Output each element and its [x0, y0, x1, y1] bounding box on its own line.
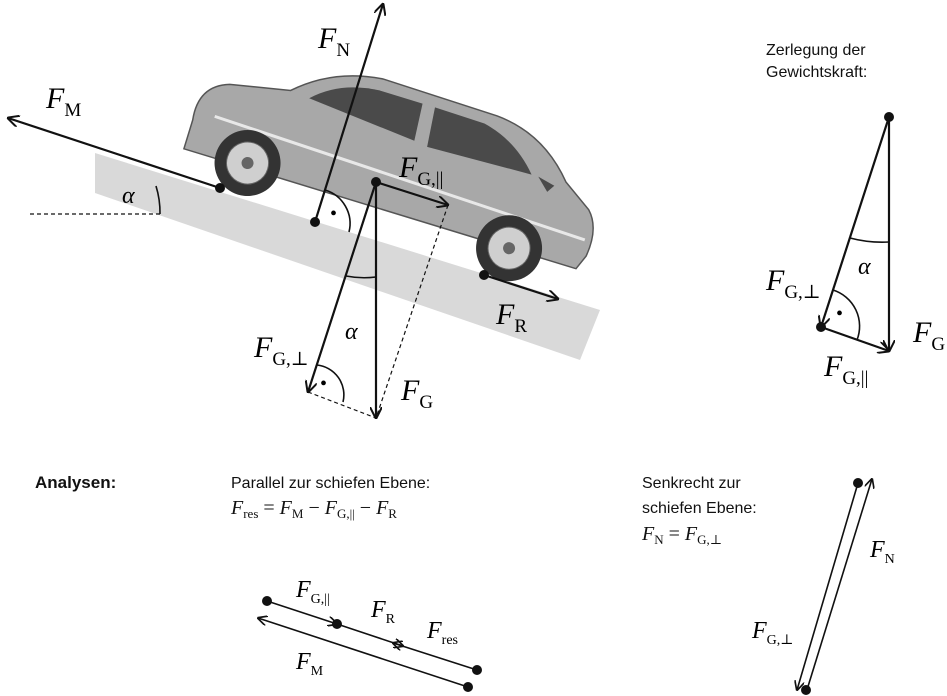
motor-force-label: FM: [45, 82, 81, 121]
weight-angle-arc: [345, 275, 377, 279]
decomposition-perpendicular-label: FG,⊥: [765, 264, 821, 303]
decomposition-right-angle-dot: •: [836, 303, 843, 325]
decomposition-right-angle-arc: [832, 289, 861, 341]
inclined-plane: [95, 153, 600, 360]
decomposition-parallel-label: FG,||: [823, 350, 868, 389]
normal-right-angle-arc: [324, 189, 351, 233]
parallel-resultant-end-point: [472, 665, 482, 675]
weight-parallel-label: FG,||: [398, 151, 443, 190]
construction-dashed-line-2: [375, 204, 449, 419]
parallel-motor-label: FM: [295, 649, 324, 679]
perpendicular-heading-line2: schiefen Ebene:: [642, 500, 757, 517]
parallel-weight-component-arrow: [266, 600, 337, 624]
normal-force-arrow: [313, 4, 383, 223]
construction-dashed-line-1: [307, 391, 377, 419]
parallel-weight-component-label: FG,||: [295, 577, 330, 607]
weight-right-angle-arc: [316, 364, 345, 403]
decomposition-perpendicular-arrow: [821, 116, 891, 327]
decomposition-weight-label: FG: [912, 316, 945, 355]
front-contact-point: [479, 270, 489, 280]
perpendicular-normal-label: FN: [869, 537, 895, 567]
decomposition-corner-point: [816, 322, 826, 332]
parallel-motor-arrow: [258, 618, 469, 688]
analyses-label: Analysen:: [35, 473, 116, 492]
rear-contact-point: [215, 183, 225, 193]
perpendicular-equation: FN = FG,⊥: [641, 523, 722, 547]
parallel-motor-start-point: [463, 682, 473, 692]
decomposition-title-line1: Zerlegung der: [766, 42, 866, 59]
normal-right-angle-dot: •: [330, 203, 337, 225]
weight-parallel-arrow: [375, 180, 448, 205]
weight-angle-label: α: [345, 319, 358, 345]
weight-force-label: FG: [400, 374, 433, 413]
parallel-equation: Fres = FM − FG,|| − FR: [230, 497, 397, 521]
motor-force-arrow: [8, 118, 221, 190]
incline-angle-label: α: [122, 183, 135, 209]
perpendicular-normal-arrow: [805, 479, 872, 694]
car-illustration: [182, 75, 594, 282]
weight-perpendicular-label: FG,⊥: [253, 331, 309, 370]
friction-force-arrow: [483, 273, 558, 299]
decomposition-title-line2: Gewichtskraft:: [766, 64, 867, 81]
parallel-heading: Parallel zur schiefen Ebene:: [231, 475, 430, 492]
perpendicular-weight-component-label: FG,⊥: [751, 618, 793, 648]
perpendicular-weight-component-arrow: [797, 482, 859, 690]
friction-force-label: FR: [495, 298, 527, 337]
decomposition-angle-arc: [849, 237, 890, 243]
weight-right-angle-dot: •: [320, 373, 327, 395]
normal-force-origin: [310, 217, 320, 227]
decomposition-angle-label: α: [858, 254, 871, 280]
normal-force-label: FN: [317, 22, 350, 61]
parallel-resultant-label: Fres: [426, 618, 458, 648]
parallel-resultant-arrow: [393, 643, 478, 671]
perpendicular-bottom-point: [801, 685, 811, 695]
parallel-friction-label: FR: [370, 597, 396, 627]
incline-angle-arc: [155, 185, 161, 215]
perpendicular-heading-line1: Senkrecht zur: [642, 475, 741, 492]
weight-perpendicular-arrow: [308, 181, 378, 392]
decomposition-parallel-arrow: [820, 325, 889, 351]
